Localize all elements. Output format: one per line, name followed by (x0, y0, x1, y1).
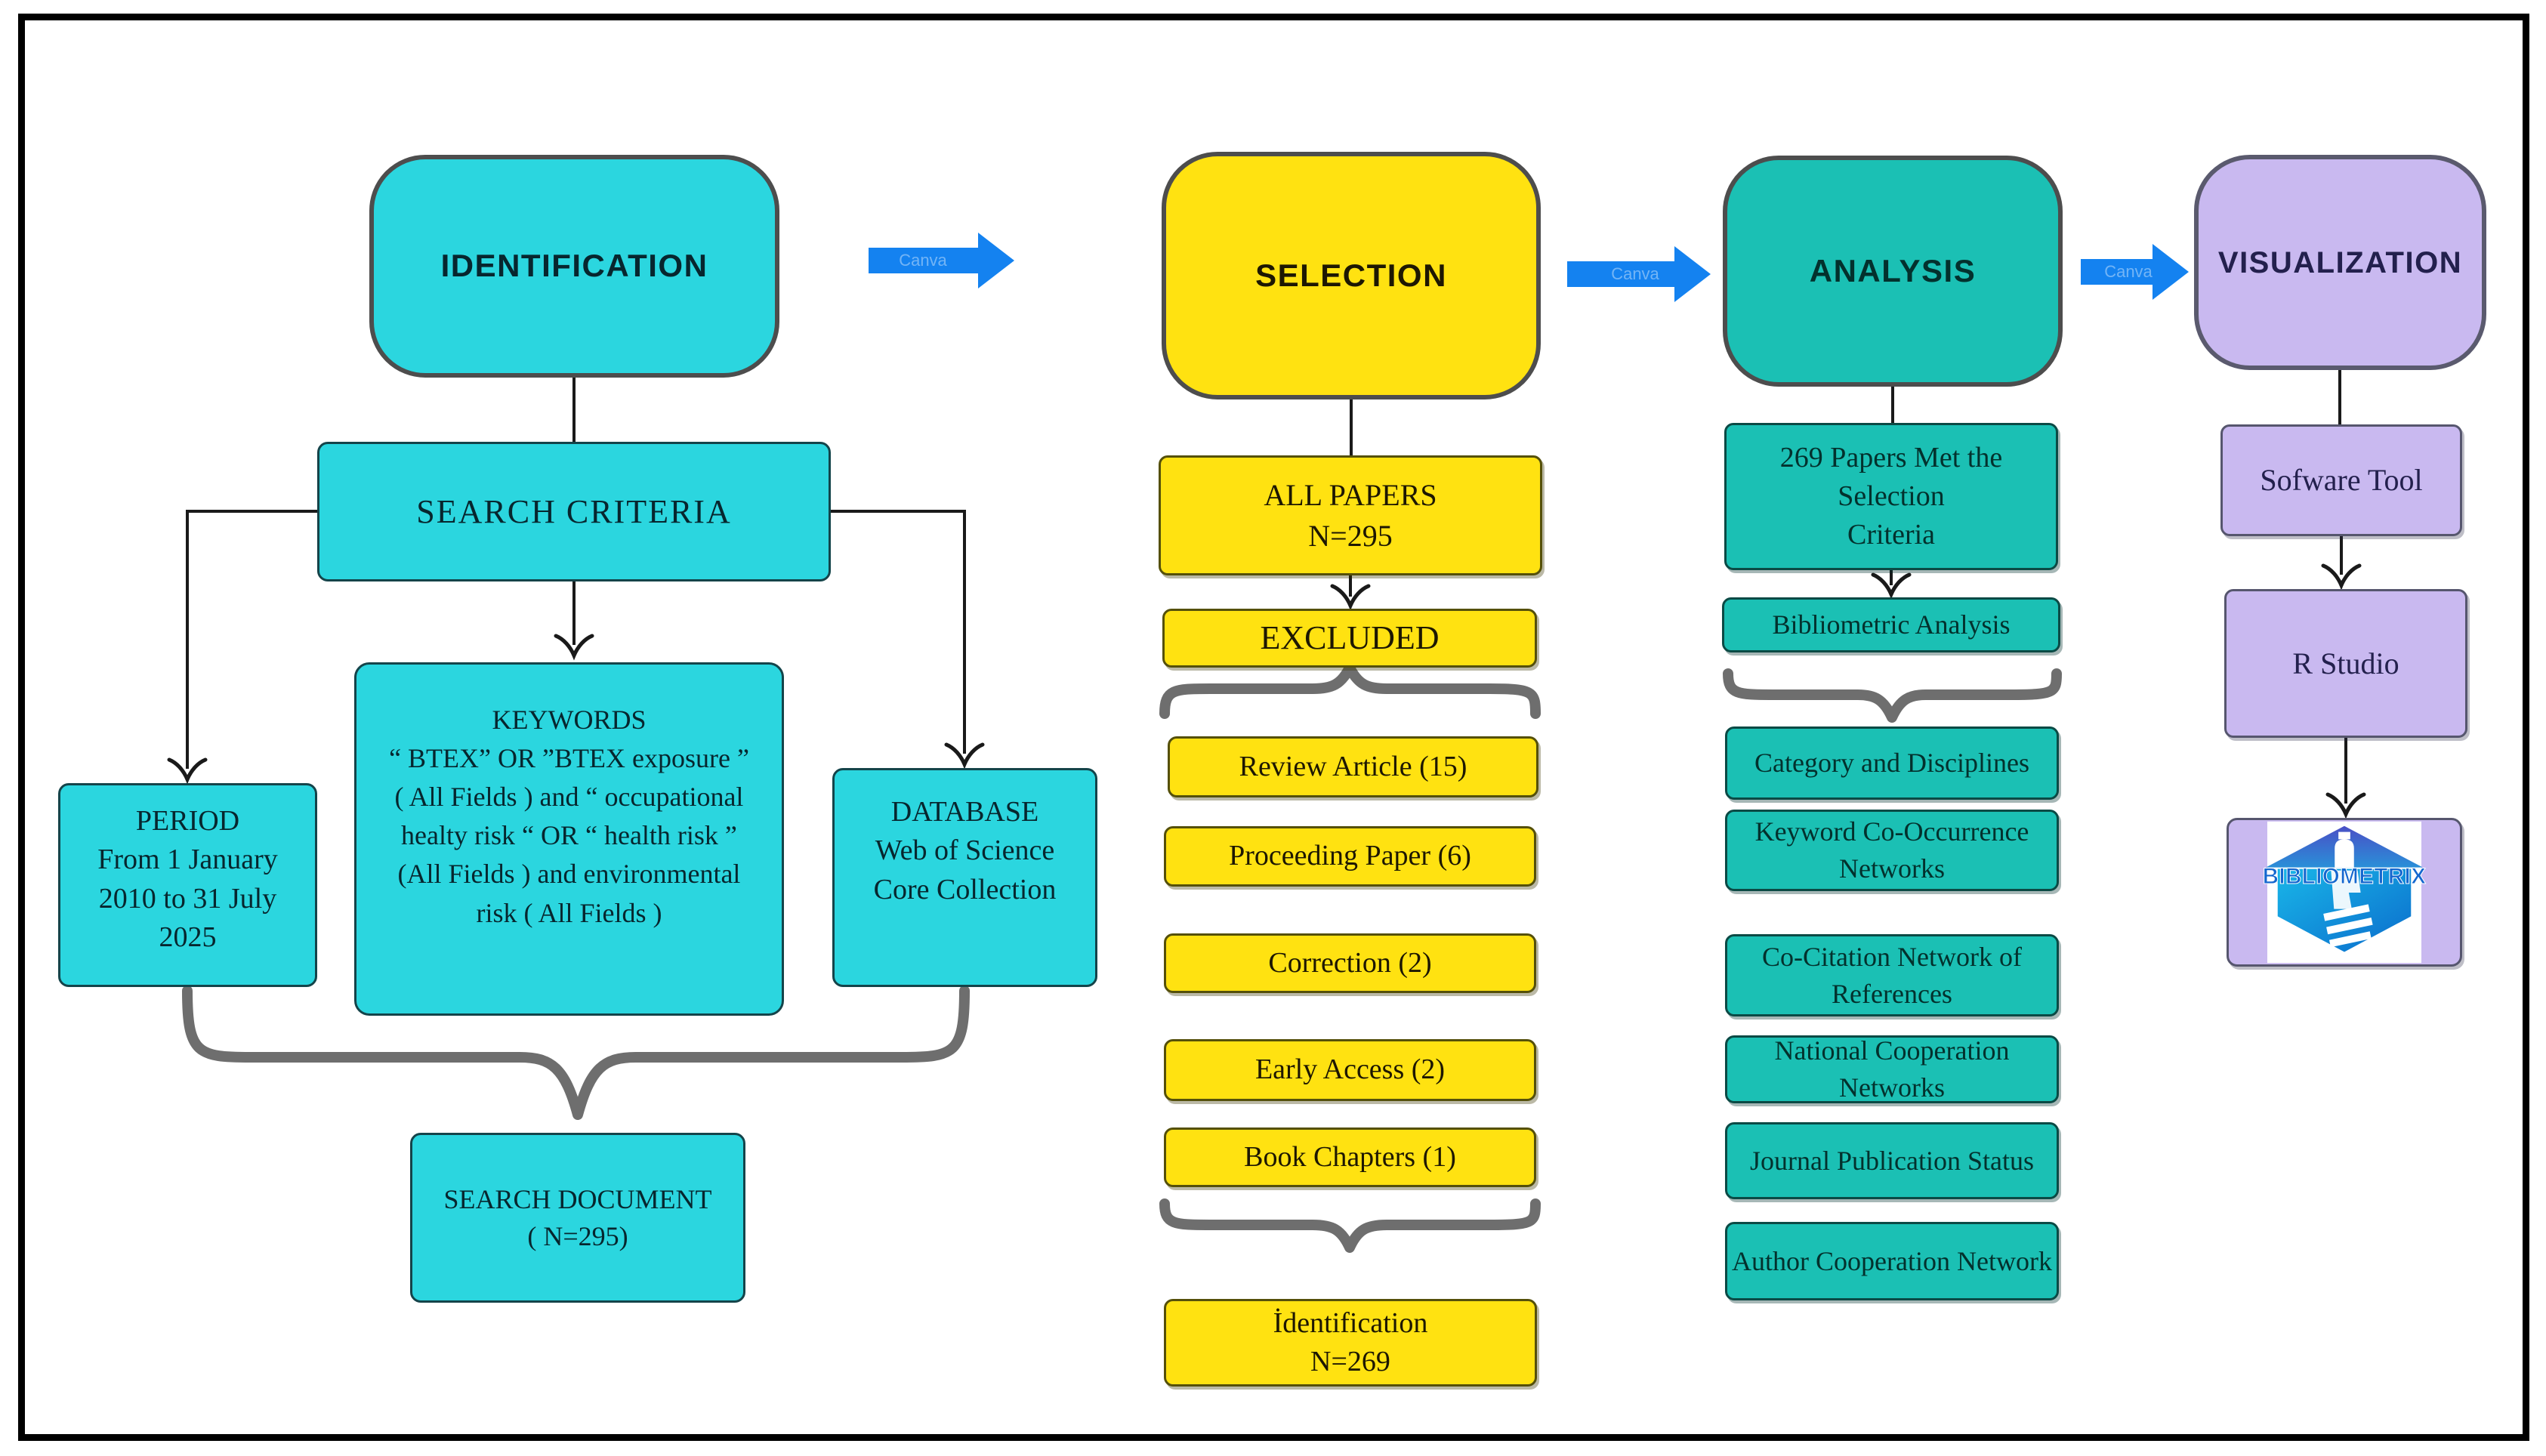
excluded-item-early-access: Early Access (2) (1164, 1039, 1536, 1101)
period-box: PERIOD From 1 January 2010 to 31 July 20… (58, 783, 317, 987)
stage-header-analysis: ANALYSIS (1723, 156, 2063, 387)
excluded-box: EXCLUDED (1162, 609, 1537, 668)
database-box: DATABASE Web of Science Core Collection (832, 768, 1097, 987)
analysis-item-journal-publication: Journal Publication Status (1725, 1122, 2059, 1199)
keywords-box: KEYWORDS “ BTEX” OR ”BTEX exposure ” ( A… (354, 662, 784, 1016)
bibliometrix-logo: BIBLIOMETRIX (2262, 821, 2427, 964)
all-papers-box: ALL PAPERS N=295 (1159, 455, 1542, 575)
excluded-item-proceeding-paper: Proceeding Paper (6) (1164, 826, 1536, 887)
search-document-box: SEARCH DOCUMENT ( N=295) (410, 1133, 745, 1303)
search-criteria-box: SEARCH CRITERIA (317, 442, 831, 581)
stage-header-visualization: VISUALIZATION (2194, 155, 2486, 370)
excluded-item-correction: Correction (2) (1164, 933, 1536, 993)
papers-met-criteria-box: 269 Papers Met the Selection Criteria (1724, 423, 2058, 570)
stage-header-identification: IDENTIFICATION (369, 155, 779, 378)
logo-lighthouse-base (2331, 870, 2361, 909)
analysis-item-category-disciplines: Category and Disciplines (1725, 726, 2059, 800)
analysis-item-keyword-cooccurrence: Keyword Co-Occurrence Networks (1725, 810, 2059, 891)
bibliometrix-logo-box: BIBLIOMETRIX (2227, 818, 2462, 967)
analysis-item-author-cooperation: Author Cooperation Network (1725, 1222, 2059, 1300)
bibliometric-analysis-box: Bibliometric Analysis (1722, 597, 2060, 652)
analysis-item-national-cooperation: National Cooperation Networks (1725, 1035, 2059, 1103)
logo-zigzag (2323, 904, 2373, 948)
software-tool-box: Sofware Tool (2220, 424, 2462, 536)
analysis-item-cocitation-network: Co-Citation Network of References (1725, 934, 2059, 1016)
r-studio-box: R Studio (2224, 589, 2467, 738)
excluded-item-book-chapters: Book Chapters (1) (1164, 1127, 1536, 1187)
logo-lighthouse-icon (2335, 831, 2354, 868)
identification-result-box: İdentification N=269 (1164, 1299, 1537, 1387)
stage-header-selection: SELECTION (1162, 152, 1541, 399)
logo-wordmark: BIBLIOMETRIX (2263, 864, 2427, 889)
excluded-item-review-article: Review Article (15) (1168, 736, 1538, 797)
figure-border (18, 14, 2529, 1441)
